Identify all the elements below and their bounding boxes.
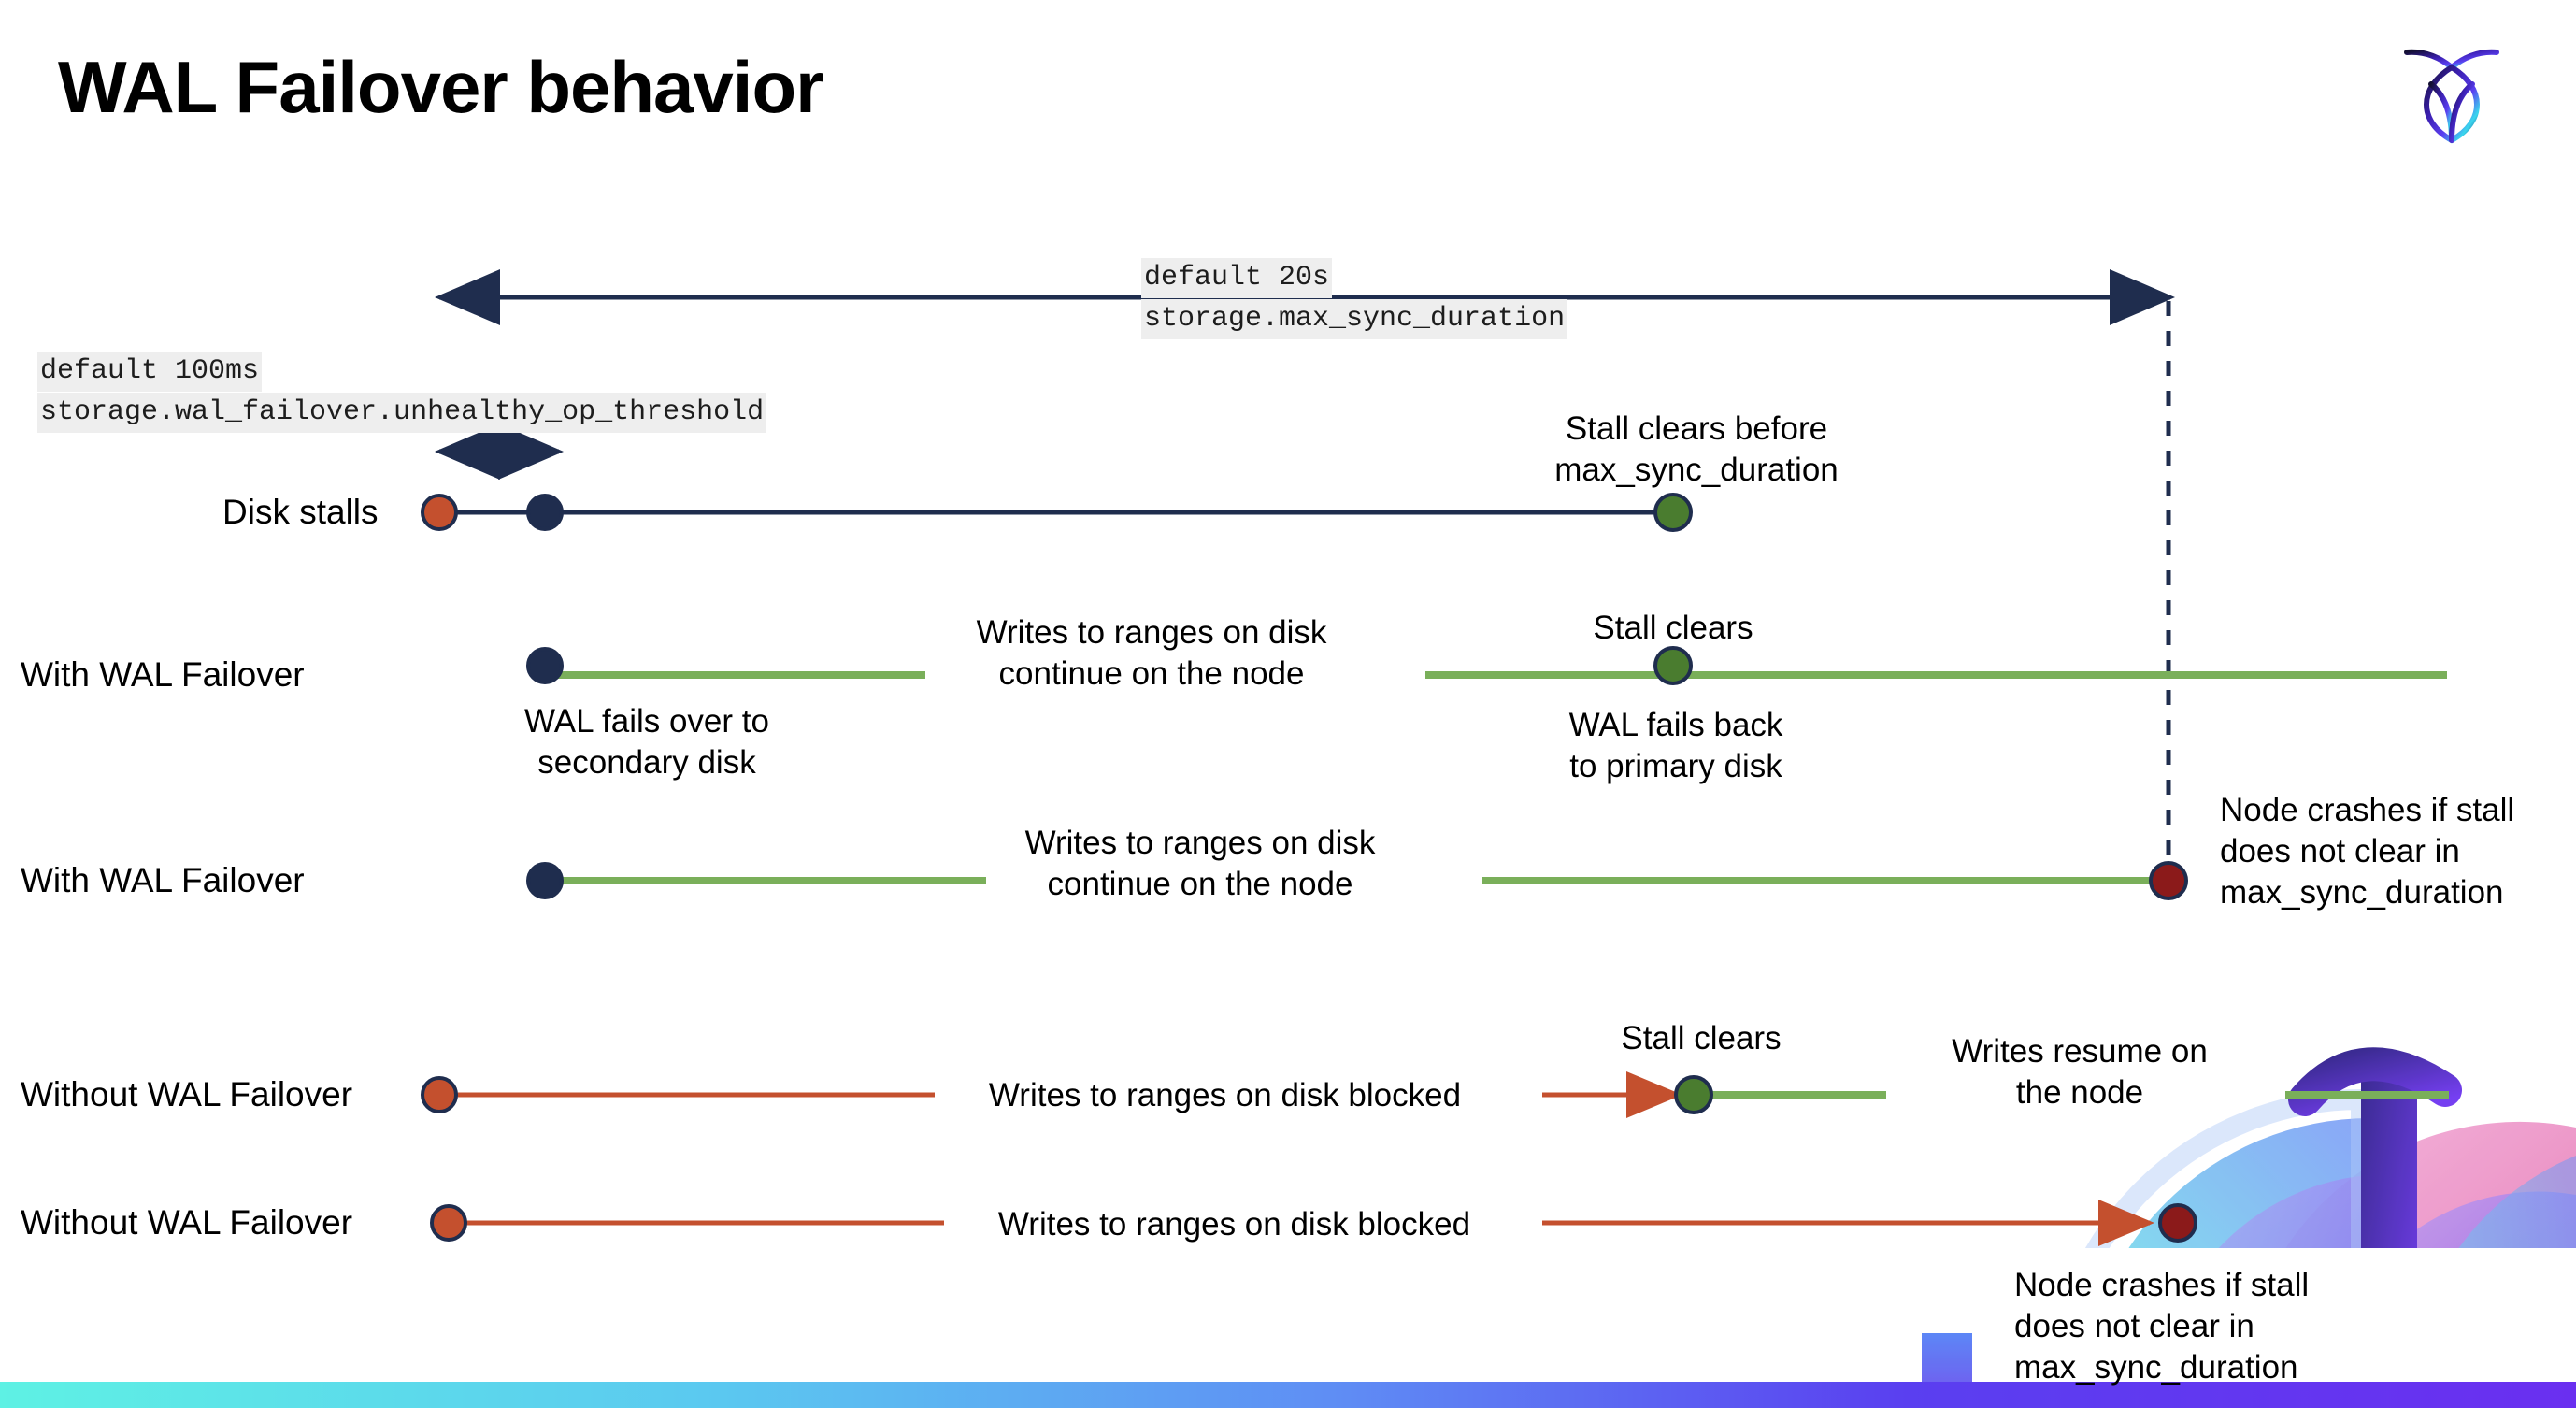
dot-stall-start — [421, 494, 458, 531]
dot-stall-start-row4 — [421, 1076, 458, 1113]
dot-wal-fails-over — [526, 647, 564, 684]
dot-stall-clears-row2 — [1653, 646, 1693, 685]
cockroachdb-logo-icon — [2386, 30, 2517, 151]
row-with-wal-failover-2-timeline — [526, 861, 2188, 900]
dot-node-crash-row5 — [2158, 1203, 2197, 1243]
row-with-wal-failover-1-timeline — [526, 646, 2447, 685]
row-label-with-wal-failover-2: With WAL Failover — [21, 861, 305, 899]
annotation-stall-clears-row4: Stall clears — [1621, 1020, 1782, 1056]
dot-failover-trigger — [526, 494, 564, 531]
annotation-node-crashes-row5: Node crashes if stall does not clear in … — [2014, 1267, 2310, 1386]
code-label-max-sync-setting: storage.max_sync_duration — [1141, 299, 1568, 339]
code-label-unhealthy-default: default 100ms — [37, 352, 263, 392]
annotation-node-crashes-row3: Node crashes if stall does not clear in … — [2220, 792, 2515, 911]
annotation-writes-blocked-row4: Writes to ranges on disk blocked — [988, 1077, 1462, 1113]
dot-stall-clears-row4 — [1674, 1075, 1713, 1114]
row-disk-stalls-timeline — [421, 493, 1693, 532]
annotation-writes-continue-row3: Writes to ranges on disk continue on the… — [1024, 825, 1376, 902]
page-title: WAL Failover behavior — [58, 46, 823, 128]
caption-card-background — [1972, 1248, 2576, 1408]
annotation-wal-fails-over: WAL fails over to secondary disk — [524, 703, 769, 781]
row-label-disk-stalls: Disk stalls — [222, 493, 379, 531]
dot-node-crash-row3 — [2149, 861, 2188, 900]
annotation-writes-blocked-row5: Writes to ranges on disk blocked — [997, 1206, 1471, 1243]
bottom-gradient-bar — [0, 1382, 2576, 1408]
code-label-unhealthy-setting: storage.wal_failover.unhealthy_op_thresh… — [37, 393, 767, 433]
row-label-without-wal-failover-2: Without WAL Failover — [21, 1203, 353, 1242]
annotation-stall-clears-before: Stall clears before max_sync_duration — [1554, 410, 1839, 488]
code-label-max-sync-default: default 20s — [1141, 258, 1333, 298]
dot-stall-clears — [1653, 493, 1693, 532]
annotation-writes-resume-row4: Writes resume on the node — [1952, 1033, 2208, 1111]
row-label-with-wal-failover-1: With WAL Failover — [21, 655, 305, 694]
row-without-wal-failover-2-timeline — [430, 1200, 2197, 1246]
annotation-wal-fails-back: WAL fails back to primary disk — [1568, 707, 1783, 784]
row-without-wal-failover-1-timeline — [421, 1071, 2449, 1118]
dot-stall-start-row5 — [430, 1204, 467, 1242]
row-label-without-wal-failover-1: Without WAL Failover — [21, 1075, 353, 1113]
dot-wal-fails-over-row3 — [526, 862, 564, 899]
annotation-stall-clears-row2: Stall clears — [1593, 610, 1753, 646]
annotation-writes-continue-row2: Writes to ranges on disk continue on the… — [976, 614, 1327, 692]
